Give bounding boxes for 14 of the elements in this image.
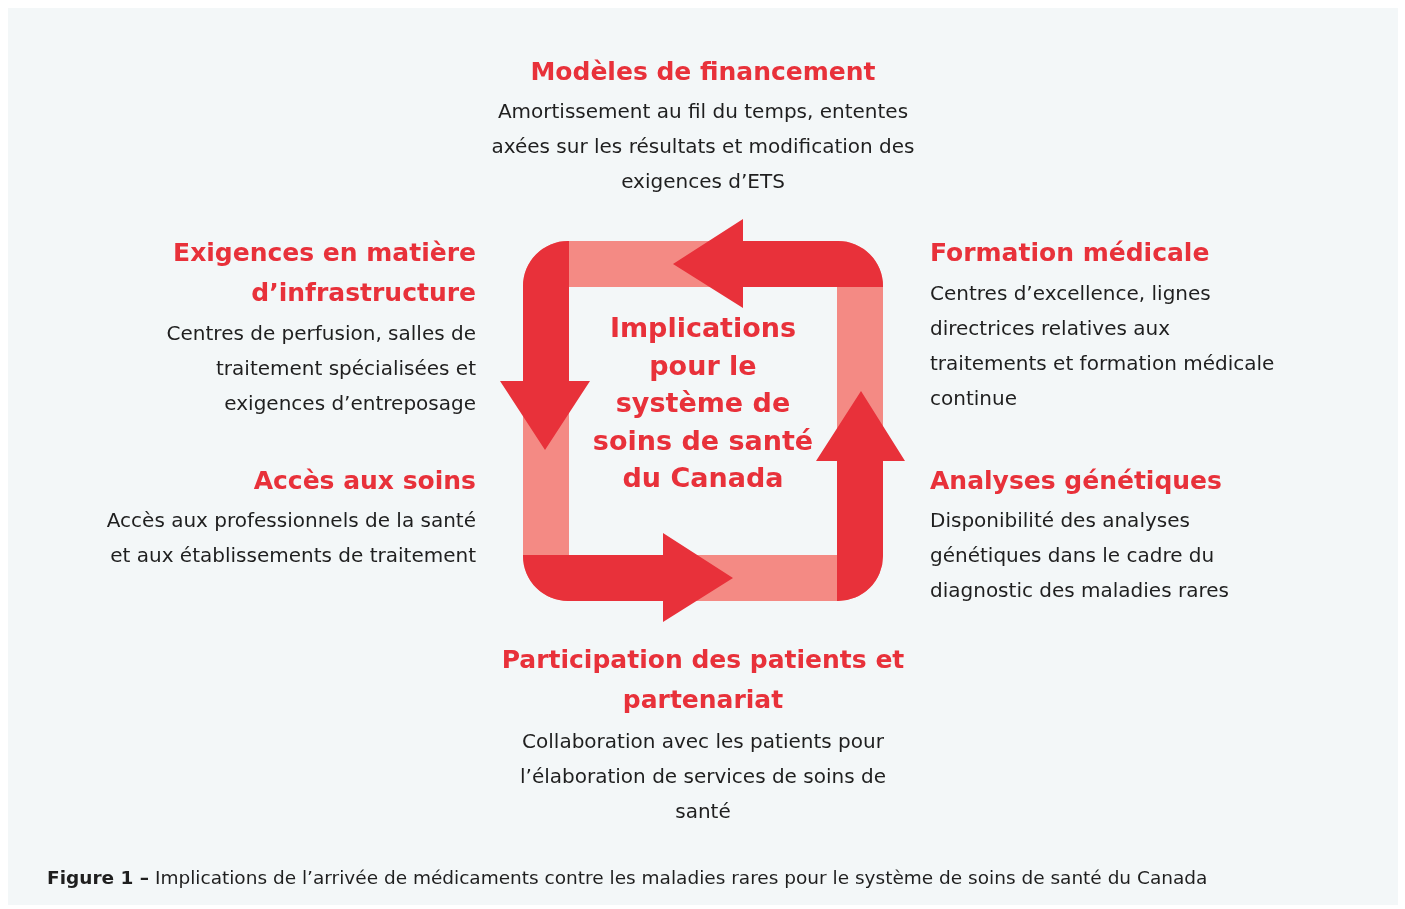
section-description: Amortissement au fil du temps, ententes axées sur les résultats et modification des exigences d’ETS	[490, 98, 916, 195]
section-description: Centres de perfusion, salles de traitement spécialisées et exigences d’entreposage	[165, 320, 476, 417]
section-heading: Modèles de financement	[529, 56, 877, 88]
section-heading: Participation des patients et partenariat	[500, 644, 906, 716]
section-heading: Formation médicale	[930, 237, 1211, 269]
section-heading: Accès aux soins	[252, 465, 476, 497]
section-description: Centres d’excellence, lignes directrices relatives aux traitements et formation médicale continue	[930, 280, 1275, 412]
section-description: Disponibilité des analyses génétiques dans le cadre du diagnostic des maladies rares	[930, 507, 1230, 604]
figure-caption: Figure 1 – Implications de l’arrivée de médicaments contre les maladies rares pour le système de soins de santé du Canada	[47, 867, 1208, 888]
center-title: Implications pour le système de soins de santé du Canada	[588, 309, 818, 497]
section-description: Accès aux professionnels de la santé et aux établissements de traitement	[106, 507, 476, 569]
section-description: Collaboration avec les patients pour l’élaboration de services de soins de santé	[519, 728, 887, 825]
section-heading: Analyses génétiques	[930, 465, 1223, 497]
section-heading: Exigences en matière d’infrastructure	[172, 237, 476, 309]
